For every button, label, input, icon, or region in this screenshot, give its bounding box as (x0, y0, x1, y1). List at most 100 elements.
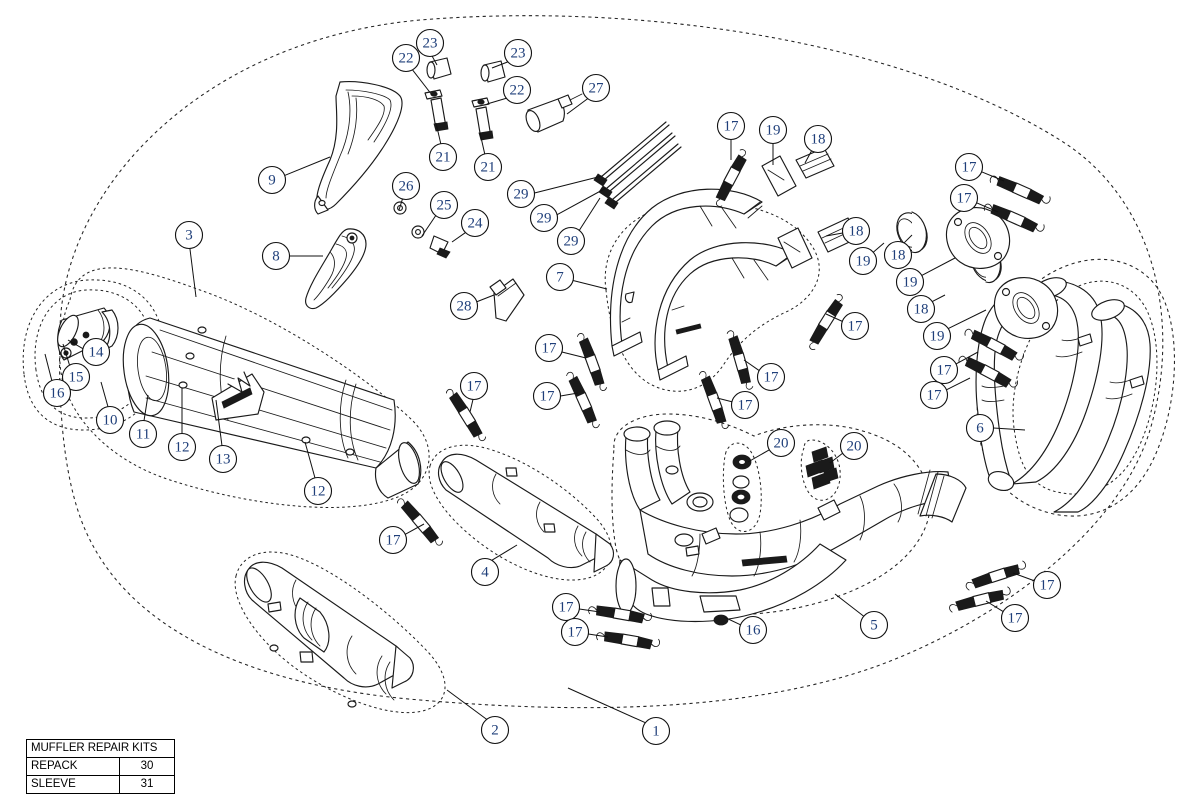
callout-12[interactable]: 12 (303, 441, 333, 506)
callout-7[interactable]: 7 (545, 262, 608, 292)
callout-circle[interactable] (906, 294, 936, 324)
callout-15[interactable]: 15 (61, 343, 91, 392)
callout-circle[interactable] (848, 246, 878, 276)
callout-circle[interactable] (95, 405, 125, 435)
callout-circle[interactable] (716, 111, 746, 141)
callout-circle[interactable] (473, 152, 503, 182)
callout-circle[interactable] (257, 165, 287, 195)
callout-circle[interactable] (545, 262, 575, 292)
callout-circle[interactable] (506, 179, 536, 209)
callout-23[interactable]: 23 (491, 38, 533, 69)
callout-circle[interactable] (949, 183, 979, 213)
callout-14[interactable]: 14 (67, 337, 111, 367)
callout-circle[interactable] (840, 311, 870, 341)
callout-19[interactable]: 19 (922, 309, 987, 351)
callout-21[interactable]: 21 (428, 122, 458, 172)
callout-circle[interactable] (534, 333, 564, 363)
callout-18[interactable]: 18 (803, 124, 833, 164)
callout-21[interactable]: 21 (473, 132, 503, 182)
callout-27[interactable]: 27 (566, 73, 611, 115)
callout-17[interactable]: 17 (560, 617, 609, 647)
callout-circle[interactable] (730, 390, 760, 420)
callout-23[interactable]: 23 (415, 28, 445, 66)
callout-circle[interactable] (758, 115, 788, 145)
callout-circle[interactable] (551, 592, 581, 622)
callout-17[interactable]: 17 (929, 351, 979, 385)
callout-circle[interactable] (480, 715, 510, 745)
callout-circle[interactable] (919, 380, 949, 410)
callout-circle[interactable] (61, 362, 91, 392)
callout-circle[interactable] (429, 190, 459, 220)
callout-circle[interactable] (756, 362, 786, 392)
callout-circle[interactable] (839, 431, 869, 461)
callout-circle[interactable] (556, 226, 586, 256)
callout-17[interactable]: 17 (949, 183, 999, 213)
callout-20[interactable]: 20 (747, 428, 796, 463)
callout-circle[interactable] (81, 337, 111, 367)
callout-5[interactable]: 5 (834, 593, 889, 640)
callout-circle[interactable] (883, 240, 913, 270)
callout-28[interactable]: 28 (449, 291, 495, 321)
callout-circle[interactable] (470, 557, 500, 587)
callout-circle[interactable] (766, 428, 796, 458)
callout-circle[interactable] (415, 28, 445, 58)
callout-19[interactable]: 19 (895, 257, 956, 297)
callout-circle[interactable] (532, 381, 562, 411)
callout-24[interactable]: 24 (451, 208, 490, 243)
callout-16[interactable]: 16 (42, 353, 72, 408)
callout-circle[interactable] (529, 203, 559, 233)
callout-20[interactable]: 20 (829, 431, 869, 464)
callout-19[interactable]: 19 (848, 242, 885, 276)
callout-17[interactable]: 17 (919, 377, 971, 410)
callout-circle[interactable] (42, 378, 72, 408)
callout-12[interactable]: 12 (167, 388, 197, 462)
callout-circle[interactable] (1032, 570, 1062, 600)
callout-17[interactable]: 17 (459, 371, 489, 413)
callout-circle[interactable] (929, 355, 959, 385)
callout-17[interactable]: 17 (716, 390, 760, 420)
callout-10[interactable]: 10 (95, 381, 125, 435)
callout-circle[interactable] (378, 525, 408, 555)
callout-17[interactable]: 17 (985, 600, 1030, 633)
callout-11[interactable]: 11 (128, 394, 158, 449)
callout-17[interactable]: 17 (532, 381, 579, 411)
callout-circle[interactable] (449, 291, 479, 321)
callout-17[interactable]: 17 (534, 333, 587, 363)
callout-17[interactable]: 17 (1012, 570, 1062, 600)
callout-26[interactable]: 26 (391, 171, 421, 211)
callout-16[interactable]: 16 (723, 615, 768, 645)
callout-2[interactable]: 2 (446, 689, 510, 745)
callout-circle[interactable] (738, 615, 768, 645)
callout-29[interactable]: 29 (556, 197, 601, 256)
callout-circle[interactable] (303, 476, 333, 506)
callout-17[interactable]: 17 (825, 311, 870, 341)
callout-17[interactable]: 17 (716, 111, 746, 161)
callout-circle[interactable] (922, 321, 952, 351)
callout-9[interactable]: 9 (257, 156, 331, 195)
callout-19[interactable]: 19 (758, 115, 788, 166)
callout-circle[interactable] (581, 73, 611, 103)
callout-17[interactable]: 17 (551, 592, 601, 622)
callout-22[interactable]: 22 (391, 43, 433, 96)
callout-circle[interactable] (391, 171, 421, 201)
callout-18[interactable]: 18 (825, 216, 871, 246)
callout-29[interactable]: 29 (506, 175, 603, 209)
callout-circle[interactable] (167, 432, 197, 462)
callout-4[interactable]: 4 (470, 544, 518, 587)
callout-circle[interactable] (895, 267, 925, 297)
callout-circle[interactable] (502, 75, 532, 105)
callout-circle[interactable] (803, 124, 833, 154)
callout-22[interactable]: 22 (486, 75, 532, 105)
callout-17[interactable]: 17 (378, 523, 425, 555)
callout-25[interactable]: 25 (421, 190, 459, 237)
callout-6[interactable]: 6 (965, 413, 1026, 443)
callout-circle[interactable] (954, 152, 984, 182)
callout-29[interactable]: 29 (529, 187, 607, 233)
callout-circle[interactable] (459, 371, 489, 401)
callout-circle[interactable] (261, 241, 291, 271)
callout-circle[interactable] (391, 43, 421, 73)
callout-8[interactable]: 8 (261, 241, 324, 271)
callout-18[interactable]: 18 (883, 234, 913, 270)
callout-3[interactable]: 3 (174, 220, 204, 298)
callout-circle[interactable] (174, 220, 204, 250)
